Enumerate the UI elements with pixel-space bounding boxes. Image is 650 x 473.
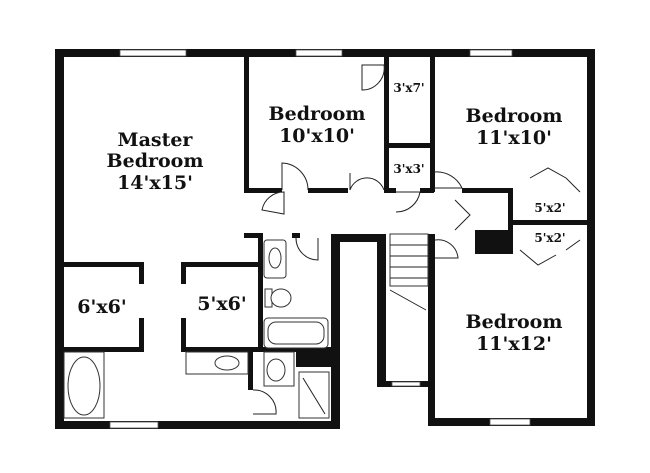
bedroom-bottom-size: 11'x12' — [476, 333, 552, 355]
bedroom-right-size: 11'x10' — [476, 127, 552, 149]
bedroom-top-name: Bedroom — [269, 103, 366, 125]
doors — [252, 64, 581, 415]
bedroom-top-size: 10'x10' — [279, 125, 355, 147]
master-bedroom-size: 14'x15' — [117, 172, 193, 194]
closet-left-size: 6'x6' — [77, 296, 126, 318]
windows — [109, 49, 531, 429]
closet-3x3-size: 3'x3' — [393, 162, 424, 176]
closet-5x2-top-size: 5'x2' — [534, 201, 565, 215]
bedroom-bottom-name: Bedroom — [466, 311, 563, 333]
master-bedroom-name-line1: Master — [118, 129, 194, 151]
interior-walls — [64, 49, 595, 390]
closet-3x7-size: 3'x7' — [393, 81, 424, 95]
closet-5x2-bottom-size: 5'x2' — [534, 231, 565, 245]
closet-mid-size: 5'x6' — [197, 293, 246, 315]
master-bedroom-name-line2: Bedroom — [107, 150, 204, 172]
bedroom-right-name: Bedroom — [466, 105, 563, 127]
fixtures — [63, 233, 429, 419]
room-labels: Master Bedroom 14'x15' Bedroom 10'x10' B… — [77, 81, 565, 355]
